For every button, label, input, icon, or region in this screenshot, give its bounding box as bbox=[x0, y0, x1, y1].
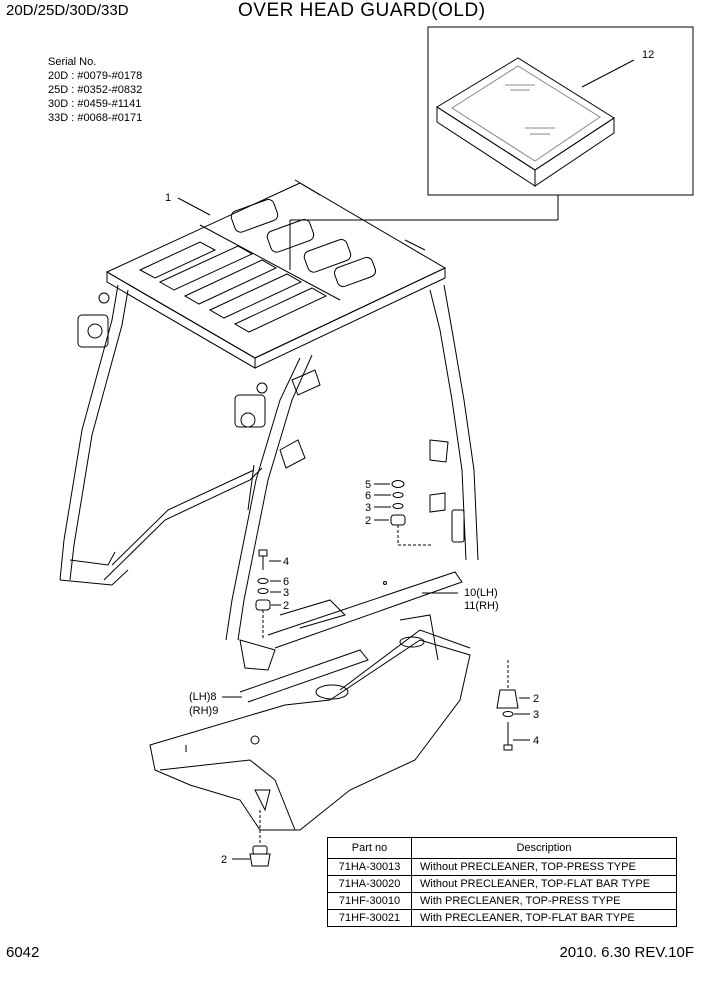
callout-3: 3 bbox=[365, 502, 371, 514]
base-housing bbox=[149, 614, 471, 831]
overhead-guard-canopy bbox=[105, 179, 447, 369]
manual-inset-box bbox=[427, 26, 694, 196]
fastener-stack-upper bbox=[374, 480, 432, 546]
side-rails bbox=[239, 571, 463, 703]
table-row: 71HF-30021 With PRECLEANER, TOP-FLAT BAR… bbox=[327, 909, 677, 927]
callout-3: 3 bbox=[533, 709, 539, 721]
part-number: 71HF-30021 bbox=[327, 909, 412, 927]
front-posts bbox=[225, 284, 479, 641]
serial-number-block: Serial No. 20D : #0079-#0178 25D : #0352… bbox=[48, 55, 142, 125]
rear-posts bbox=[59, 284, 263, 586]
part-description: Without PRECLEANER, TOP-PRESS TYPE bbox=[411, 858, 677, 876]
callout-1: 1 bbox=[165, 192, 171, 204]
part-description: With PRECLEANER, TOP-FLAT BAR TYPE bbox=[411, 909, 677, 927]
callout-5: 5 bbox=[365, 479, 371, 491]
callout-10-lh: 10(LH) bbox=[464, 587, 498, 599]
callout-3: 3 bbox=[283, 587, 289, 599]
part-number: 71HA-30020 bbox=[327, 875, 412, 893]
callout-2: 2 bbox=[365, 515, 371, 527]
table-row: 71HA-30020 Without PRECLEANER, TOP-FLAT … bbox=[327, 875, 677, 893]
table-row: 71HA-30013 Without PRECLEANER, TOP-PRESS… bbox=[327, 858, 677, 876]
page-title: OVER HEAD GUARD(OLD) bbox=[238, 0, 486, 21]
callout-2: 2 bbox=[221, 854, 227, 866]
fastener-stack-lower-right bbox=[496, 660, 530, 751]
table-row: 71HF-30010 With PRECLEANER, TOP-PRESS TY… bbox=[327, 892, 677, 910]
model-range: 20D/25D/30D/33D bbox=[6, 2, 129, 19]
callout-4: 4 bbox=[533, 735, 539, 747]
callout-12: 12 bbox=[642, 49, 654, 61]
serial-line: 20D : #0079-#0178 bbox=[48, 70, 143, 82]
serial-line: 30D : #0459-#1141 bbox=[48, 98, 142, 110]
part-number: 71HF-30010 bbox=[327, 892, 412, 910]
part-description: With PRECLEANER, TOP-PRESS TYPE bbox=[411, 892, 677, 910]
callout-8-lh: (LH)8 bbox=[189, 691, 217, 703]
serial-line: 25D : #0352-#0832 bbox=[48, 84, 143, 96]
callout-2: 2 bbox=[533, 693, 539, 705]
callout-9-rh: (RH)9 bbox=[189, 705, 218, 717]
part-number: 71HA-30013 bbox=[327, 858, 412, 876]
table-header-row: Part no Description bbox=[327, 837, 677, 859]
serial-heading: Serial No. bbox=[48, 56, 97, 68]
serial-line: 33D : #0068-#0171 bbox=[48, 112, 143, 124]
manual-book-illustration bbox=[436, 57, 635, 187]
column-header: Part no bbox=[327, 837, 412, 859]
part-number-table: Part no Description 71HA-30013 Without P… bbox=[327, 837, 677, 927]
fastener-stack-middle bbox=[255, 549, 281, 640]
callout-4: 4 bbox=[283, 556, 289, 568]
callout-11-rh: 11(RH) bbox=[464, 600, 499, 612]
callout-6: 6 bbox=[365, 490, 371, 502]
revision-date: 2010. 6.30 REV.10F bbox=[559, 944, 694, 961]
page-number: 6042 bbox=[6, 944, 40, 961]
part-description: Without PRECLEANER, TOP-FLAT BAR TYPE bbox=[411, 875, 677, 893]
rubber-mount-bottom bbox=[232, 810, 271, 867]
leader-line bbox=[177, 197, 211, 216]
callout-2: 2 bbox=[283, 600, 289, 612]
callout-6: 6 bbox=[283, 576, 289, 588]
column-header: Description bbox=[411, 837, 677, 859]
